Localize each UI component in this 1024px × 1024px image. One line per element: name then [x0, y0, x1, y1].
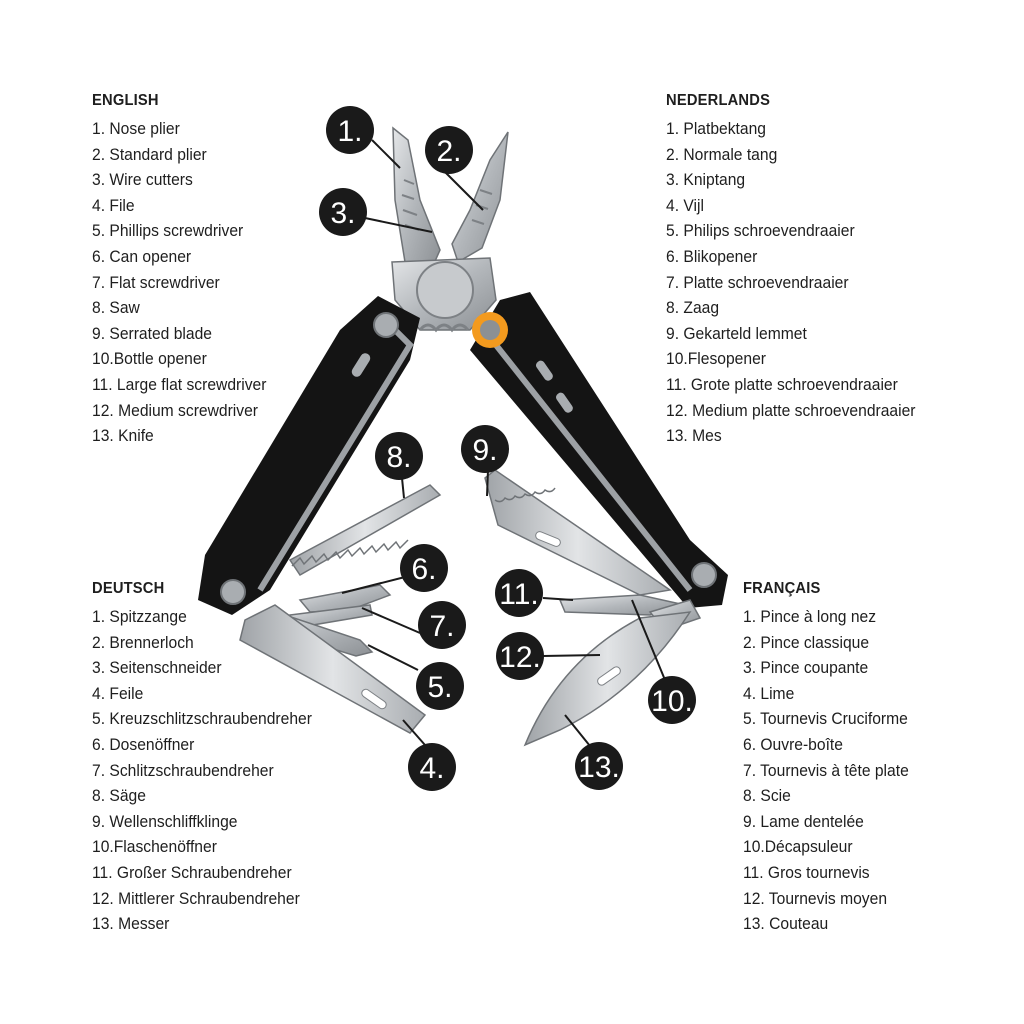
legend-item: 11. Großer Schraubendreher	[92, 862, 292, 882]
legend-item: 3. Pince coupante	[743, 658, 869, 678]
legend-french: FRANÇAIS 1. Pince à long nez 2. Pince cla…	[743, 580, 923, 937]
legend-item: 11. Gros tournevis	[743, 862, 870, 882]
callout-label: 11.	[499, 578, 538, 611]
callout-label: 8.	[386, 441, 411, 474]
legend-heading: FRANÇAIS	[743, 580, 821, 597]
legend-item: 13. Couteau	[743, 914, 829, 934]
legend-item: 6. Dosenöffner	[92, 734, 195, 754]
legend-item: 5. Philips schroevendraaier	[666, 221, 855, 241]
callout-label: 13.	[578, 751, 620, 784]
callout-13: 13.	[575, 742, 623, 790]
legend-item: 2. Standard plier	[92, 144, 207, 164]
legend-english: ENGLISH 1. Nose plier 2. Standard plier 3.…	[92, 92, 282, 449]
callout-label: 12.	[499, 641, 541, 674]
callout-8: 8.	[375, 432, 423, 480]
legend-item: 1. Spitzzange	[92, 607, 187, 626]
legend-item: 1. Platbektang	[666, 119, 767, 138]
legend-item: 9. Gekarteld lemmet	[666, 323, 807, 343]
legend-item: 12. Medium platte schroevendraaier	[666, 400, 916, 420]
callout-label: 2.	[436, 135, 461, 168]
legend-item: 6. Blikopener	[666, 246, 758, 266]
legend-item: 5. Phillips screwdriver	[92, 221, 244, 241]
callout-2: 2.	[425, 126, 473, 174]
legend-list: 1. Spitzzange 2. Brennerloch 3. Seitenschn…	[92, 604, 331, 937]
callout-label: 6.	[411, 553, 436, 586]
callout-1: 1.	[326, 106, 374, 154]
right-handle	[470, 292, 728, 608]
legend-item: 10.Flesopener	[666, 349, 766, 369]
legend-list: 1. Pince à long nez 2. Pince classique 3. …	[743, 604, 923, 937]
legend-dutch: NEDERLANDS 1. Platbektang 2. Normale tang…	[666, 92, 937, 449]
legend-item: 9. Wellenschliffklinge	[92, 811, 238, 831]
callout-label: 4.	[419, 752, 444, 785]
file-tool	[239, 604, 427, 734]
legend-item: 7. Platte schroevendraaier	[666, 272, 849, 292]
legend-item: 5. Kreuzschlitzschraubendreher	[92, 709, 312, 729]
legend-item: 8. Scie	[743, 786, 791, 806]
legend-item: 3. Kniptang	[666, 170, 746, 190]
leader-lines	[341, 139, 666, 747]
legend-item: 10.Flaschenöffner	[92, 837, 217, 857]
legend-item: 7. Schlitzschraubendreher	[92, 760, 274, 780]
legend-item: 12. Medium screwdriver	[92, 400, 259, 420]
legend-item: 6. Ouvre-boîte	[743, 734, 843, 754]
legend-item: 4. Lime	[743, 683, 795, 703]
legend-german: DEUTSCH 1. Spitzzange 2. Brennerloch 3. Se…	[92, 580, 331, 937]
callout-3: 3.	[319, 188, 367, 236]
callout-10: 10.	[648, 676, 696, 724]
legend-item: 8. Säge	[92, 786, 146, 806]
legend-item: 11. Grote platte schroevendraaier	[666, 374, 898, 394]
callout-5: 5.	[416, 662, 464, 710]
legend-item: 4. Feile	[92, 683, 144, 703]
legend-item: 2. Brennerloch	[92, 632, 194, 652]
left-handle	[198, 296, 420, 615]
callout-label: 1.	[337, 115, 362, 148]
callout-9: 9.	[461, 425, 509, 473]
legend-item: 9. Serrated blade	[92, 323, 212, 343]
saw-blade	[288, 484, 442, 576]
legend-item: 4. Vijl	[666, 195, 704, 215]
legend-item: 13. Messer	[92, 914, 170, 934]
legend-list: 1. Platbektang 2. Normale tang 3. Kniptang…	[666, 116, 937, 449]
callout-label: 10.	[651, 685, 693, 718]
legend-item: 5. Tournevis Cruciforme	[743, 709, 908, 729]
knife-blade	[523, 611, 692, 747]
legend-item: 10.Décapsuleur	[743, 837, 853, 857]
legend-item: 12. Tournevis moyen	[743, 888, 888, 908]
legend-item: 3. Wire cutters	[92, 170, 193, 190]
legend-item: 12. Mittlerer Schraubendreher	[92, 888, 300, 908]
callout-label: 5.	[427, 671, 452, 704]
legend-item: 11. Large flat screwdriver	[92, 374, 267, 394]
callout-label: 7.	[429, 610, 454, 643]
callout-12: 12.	[496, 632, 544, 680]
legend-item: 13. Knife	[92, 426, 154, 446]
legend-heading: NEDERLANDS	[666, 92, 771, 109]
legend-item: 7. Tournevis à tête plate	[743, 760, 909, 780]
legend-item: 2. Pince classique	[743, 632, 870, 652]
legend-item: 7. Flat screwdriver	[92, 272, 220, 292]
legend-item: 6. Can opener	[92, 246, 192, 266]
callout-4: 4.	[408, 743, 456, 791]
legend-item: 3. Seitenschneider	[92, 658, 222, 678]
legend-heading: DEUTSCH	[92, 580, 165, 597]
callout-label: 9.	[472, 434, 497, 467]
legend-item: 8. Saw	[92, 298, 140, 318]
legend-item: 2. Normale tang	[666, 144, 778, 164]
nose-plier-jaw	[392, 126, 441, 269]
callout-7: 7.	[418, 601, 466, 649]
legend-item: 10.Bottle opener	[92, 349, 207, 369]
legend-item: 9. Lame dentelée	[743, 811, 864, 831]
callout-6: 6.	[400, 544, 448, 592]
legend-heading: ENGLISH	[92, 92, 159, 109]
callout-label: 3.	[330, 197, 355, 230]
callout-11: 11.	[495, 569, 543, 617]
legend-item: 4. File	[92, 195, 135, 215]
legend-list: 1. Nose plier 2. Standard plier 3. Wire cu…	[92, 116, 282, 449]
legend-item: 1. Nose plier	[92, 119, 180, 138]
legend-item: 13. Mes	[666, 426, 722, 446]
plier-pivot	[391, 257, 497, 333]
legend-item: 8. Zaag	[666, 298, 720, 318]
legend-item: 1. Pince à long nez	[743, 607, 877, 626]
